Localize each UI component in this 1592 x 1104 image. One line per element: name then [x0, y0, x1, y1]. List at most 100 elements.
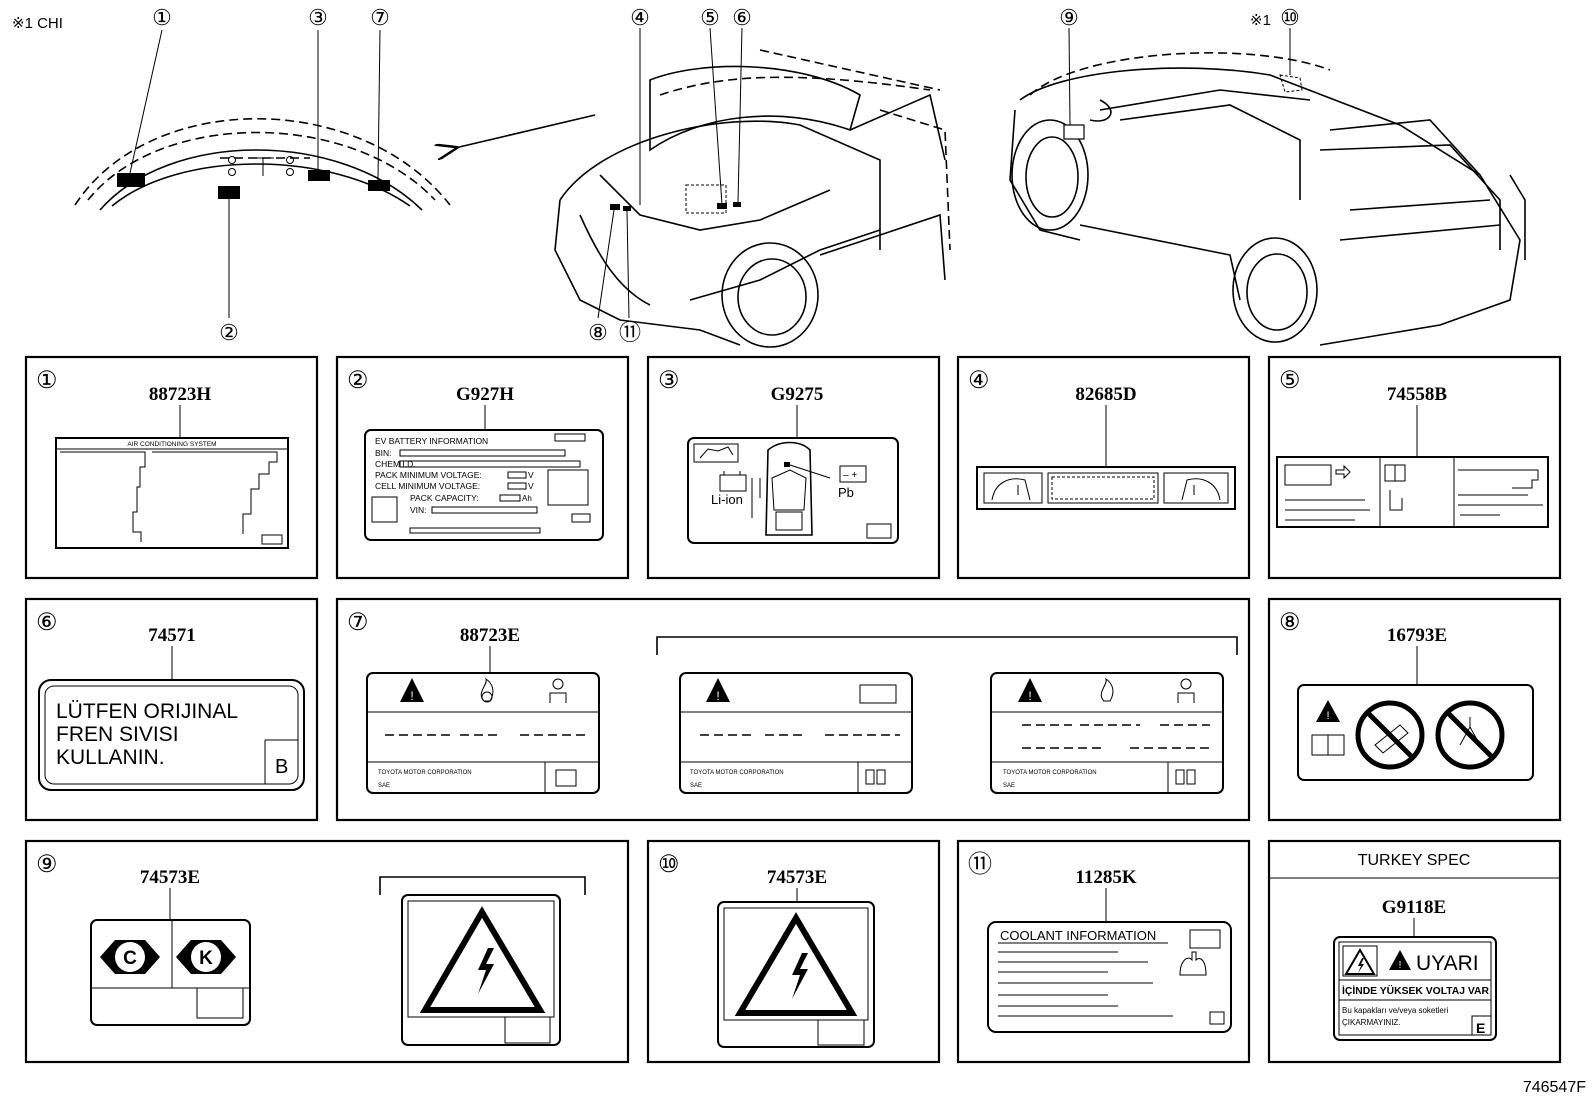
rear-car-illustration: ⑨ ※1 ⑩ [1009, 5, 1526, 346]
panel-2: ② G927H EV BATTERY INFORMATION BIN: CHEM… [335, 355, 630, 580]
panel-number: ⑤ [1279, 367, 1301, 394]
ev-chem: CHEM I.D. [375, 459, 416, 469]
panel-7: ⑦ 88723E ! TOYOTA MOTOR CORPORATION SAE [335, 597, 1251, 822]
panel-number: ① [36, 367, 58, 394]
warning-line-b: ÇIKARMAYINIZ. [1342, 1018, 1401, 1027]
callout-7: ⑦ [370, 5, 390, 30]
callout-6: ⑥ [732, 5, 752, 30]
chi-note: ※1 CHI [12, 15, 63, 32]
panel-3: ③ G9275 Li-ion – + Pb [646, 355, 941, 580]
uyari-text: UYARI [1416, 952, 1479, 975]
part-number: 88723H [149, 384, 212, 405]
unit-v: V [528, 481, 534, 491]
panel-11: ⑪ 11285K COOLANT INFORMATION [956, 839, 1251, 1064]
callout-4: ④ [630, 5, 650, 30]
c-letter: C [123, 948, 137, 969]
callout-11: ⑪ [619, 320, 641, 345]
part-number: 88723E [460, 625, 520, 646]
brake-line-3: KULLANIN. [56, 746, 165, 769]
warning-letter: E [1476, 1020, 1485, 1036]
panel-number: ⑪ [968, 851, 992, 878]
battery-location-label [687, 437, 899, 544]
callout-3: ③ [308, 5, 328, 30]
high-voltage-text: İÇİNDE YÜKSEK VOLTAJ VAR [1342, 984, 1489, 997]
diagram-code: 746547F [1523, 1079, 1586, 1096]
panel-number: ⑧ [1279, 609, 1301, 636]
ev-bin: BIN: [375, 448, 392, 458]
panel-5: ⑤ 74558B [1267, 355, 1562, 580]
part-number: G927H [456, 384, 514, 405]
k-letter: K [199, 948, 213, 969]
hood-detail-view: ※1 CHI ① ② ③ ⑦ [12, 5, 451, 345]
panel-turkey-spec: TURKEY SPEC G9118E ! UYARI İÇİNDE YÜKSEK… [1267, 839, 1562, 1064]
callout-9: ⑨ [1059, 5, 1079, 30]
airbag-warning-label [976, 466, 1236, 510]
panel-4: ④ 82685D [956, 355, 1251, 580]
panel-number: ⑩ [658, 851, 680, 878]
maker: TOYOTA MOTOR CORPORATION [690, 770, 784, 776]
panel-number: ③ [658, 367, 680, 394]
part-number: 11285K [1075, 867, 1136, 888]
turkey-warning-label: ! UYARI İÇİNDE YÜKSEK VOLTAJ VAR Bu kapa… [1333, 936, 1497, 1041]
coolant-title: COOLANT INFORMATION [1000, 928, 1156, 943]
part-number: 16793E [1387, 625, 1447, 646]
part-number: G9275 [771, 384, 824, 405]
maker: TOYOTA MOTOR CORPORATION [378, 770, 472, 776]
sae: SAE [690, 783, 702, 789]
part-number: 82685D [1075, 384, 1136, 405]
unit-ah: Ah [522, 494, 532, 503]
panel-8: ⑧ 16793E ! [1267, 597, 1562, 822]
callout-2: ② [219, 320, 239, 345]
brake-letter: B [275, 756, 288, 778]
callout-8: ⑧ [588, 320, 608, 345]
ev-cell-min: CELL MINIMUM VOLTAGE: [375, 481, 480, 491]
part-number: 74573E [140, 867, 200, 888]
panel-number: ④ [968, 367, 990, 394]
svg-text:!: ! [410, 689, 413, 703]
high-voltage-label-9 [401, 894, 561, 1046]
ev-title: EV BATTERY INFORMATION [375, 436, 488, 446]
panel-1: ① 88723H AIR CONDITIONING SYSTEM [24, 355, 319, 580]
caution-label [1297, 684, 1534, 781]
panel-10: ⑩ 74573E [646, 839, 941, 1064]
callout-10: ⑩ [1280, 5, 1300, 30]
callout-5: ⑤ [700, 5, 720, 30]
ev-vin: VIN: [410, 505, 427, 515]
pb-text: Pb [838, 485, 854, 500]
part-number: 74571 [148, 625, 196, 646]
warning-line-a: Bu kapakları ve/veya soketleri [1342, 1006, 1448, 1015]
svg-text:!: ! [1399, 960, 1402, 971]
part-number: 74573E [767, 867, 827, 888]
svg-text:!: ! [716, 689, 719, 703]
li-ion-text: Li-ion [711, 492, 743, 507]
callout-1: ① [152, 5, 172, 30]
part-number: 74558B [1387, 384, 1448, 405]
brake-fluid-label [38, 679, 305, 791]
unit-v: V [528, 470, 534, 480]
panel-number: ⑥ [36, 609, 58, 636]
ac-system-label [55, 437, 289, 549]
label-title: AIR CONDITIONING SYSTEM [127, 441, 216, 448]
panel-9: ⑨ 74573E C K [24, 839, 630, 1064]
sae: SAE [1003, 783, 1015, 789]
refrigerant-label-c: ! TOYOTA MOTOR CORPORATION SAE [990, 672, 1224, 794]
brake-line-2: FREN SIVISI [56, 723, 179, 746]
battery-warning-label [1276, 456, 1549, 528]
svg-text:!: ! [1028, 689, 1031, 703]
panel-6: ⑥ 74571 LÜTFEN ORIJINAL FREN SIVISI KULL… [24, 597, 319, 822]
refrigerant-label-b: ! TOYOTA MOTOR CORPORATION SAE [679, 672, 913, 794]
ev-capacity: PACK CAPACITY: [410, 493, 479, 503]
refrigerant-label-a: ! TOYOTA MOTOR CORPORATION SAE [366, 672, 600, 794]
ev-battery-label [364, 429, 604, 541]
panel-number: ⑦ [347, 609, 369, 636]
ev-pack-min: PACK MINIMUM VOLTAGE: [375, 470, 482, 480]
maker: TOYOTA MOTOR CORPORATION [1003, 770, 1097, 776]
front-car-illustration: ④ ⑤ ⑥ ⑧ ⑪ [554, 5, 951, 348]
turkey-spec-heading: TURKEY SPEC [1358, 852, 1471, 869]
note-10: ※1 [1250, 12, 1271, 29]
detail-arrow [455, 114, 596, 148]
high-voltage-label-10 [717, 901, 875, 1048]
coolant-label [987, 921, 1232, 1033]
panel-number: ⑨ [36, 851, 58, 878]
